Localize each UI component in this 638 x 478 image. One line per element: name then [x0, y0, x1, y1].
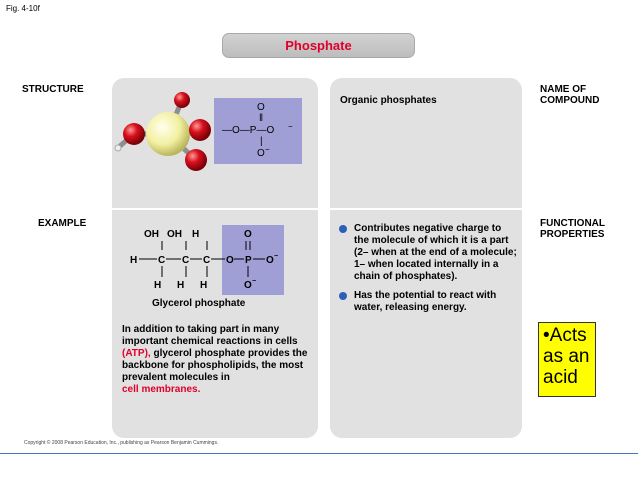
- formula-o-top: O: [257, 102, 265, 113]
- label-oh-2: OH: [167, 229, 182, 240]
- example-description: In addition to taking part in many impor…: [122, 324, 308, 396]
- example-text-before: In addition to taking part in many impor…: [122, 324, 298, 347]
- figure-label: Fig. 4-10f: [6, 4, 40, 13]
- label-charge-right: −: [274, 253, 278, 260]
- row-label-structure: STRUCTURE: [22, 84, 84, 95]
- label-h-bottom-2: H: [177, 280, 184, 291]
- example-text-middle: glycerol phosphate provides the backbone…: [122, 348, 308, 383]
- label-h-left: H: [130, 255, 137, 266]
- oxygen-atom-top: [174, 92, 190, 108]
- label-c3: C: [203, 255, 210, 266]
- formula-charge-right: −: [288, 122, 293, 131]
- functional-properties-list: Contributes negative charge to the molec…: [336, 223, 518, 321]
- label-o-bottom: O: [244, 280, 252, 291]
- functional-property-text: Contributes negative charge to the molec…: [354, 223, 517, 282]
- page-title: Phosphate: [222, 33, 415, 58]
- glycerol-phosphate-structural-formula: OH OH H H C C C O P O − O H H H O −: [130, 229, 278, 291]
- column-label-name: NAME OF COMPOUND: [540, 84, 599, 106]
- functional-property-text: Has the potential to react with water, r…: [354, 290, 497, 313]
- functional-properties-panel: [330, 210, 522, 438]
- label-h-top: H: [192, 229, 199, 240]
- label-oh-1: OH: [144, 229, 159, 240]
- formula-single-bond: |: [260, 136, 263, 147]
- phosphate-ball-and-stick-model: [114, 92, 211, 171]
- label-h-bottom-3: H: [200, 280, 207, 291]
- label-c1: C: [158, 255, 165, 266]
- phosphate-structural-formula: O ‖ —O—P—O − | O −: [214, 98, 302, 164]
- functional-property-item: Contributes negative charge to the molec…: [336, 223, 518, 283]
- column-label-functional: FUNCTIONAL PROPERTIES: [540, 218, 605, 240]
- hydrogen-atom: [114, 144, 122, 152]
- oxygen-atom-left: [123, 123, 145, 145]
- column-label-func-line2: PROPERTIES: [540, 229, 605, 240]
- oxygen-atom-bottom: [185, 149, 207, 171]
- column-label-func-line1: FUNCTIONAL: [540, 218, 605, 229]
- footer-divider: [0, 453, 638, 454]
- bullet-dot-icon: [339, 225, 347, 233]
- oxygen-atom-right: [189, 119, 211, 141]
- formula-main-chain: —O—P—O: [222, 125, 275, 136]
- formula-o-bottom: O: [257, 148, 265, 159]
- phosphate-group-highlight: [222, 225, 284, 295]
- compound-name: Organic phosphates: [340, 95, 437, 106]
- compound-name-panel: [330, 78, 522, 208]
- example-text-cell-membranes: cell membranes.: [122, 384, 201, 395]
- column-label-name-line2: COMPOUND: [540, 95, 600, 106]
- acid-note-callout: •Acts as an acid: [538, 322, 596, 397]
- phosphorus-atom: [146, 112, 190, 156]
- copyright-notice: Copyright © 2008 Pearson Education, Inc.…: [24, 440, 219, 446]
- formula-bonds: [139, 241, 265, 277]
- label-o-right: O: [266, 255, 274, 266]
- label-o-ester: O: [226, 255, 234, 266]
- bullet-dot-icon: [339, 292, 347, 300]
- row-label-example: EXAMPLE: [38, 218, 87, 229]
- formula-double-bond: ‖: [259, 113, 264, 124]
- column-label-name-line1: NAME OF: [540, 84, 587, 95]
- label-o-top: O: [244, 229, 252, 240]
- formula-charge-bottom: −: [265, 145, 270, 154]
- functional-property-item: Has the potential to react with water, r…: [336, 290, 518, 314]
- label-charge-bottom: −: [252, 278, 256, 285]
- label-h-bottom-1: H: [154, 280, 161, 291]
- example-text-atp: (ATP),: [122, 348, 151, 359]
- label-c2: C: [182, 255, 189, 266]
- example-caption: Glycerol phosphate: [152, 298, 246, 309]
- label-p: P: [245, 255, 252, 266]
